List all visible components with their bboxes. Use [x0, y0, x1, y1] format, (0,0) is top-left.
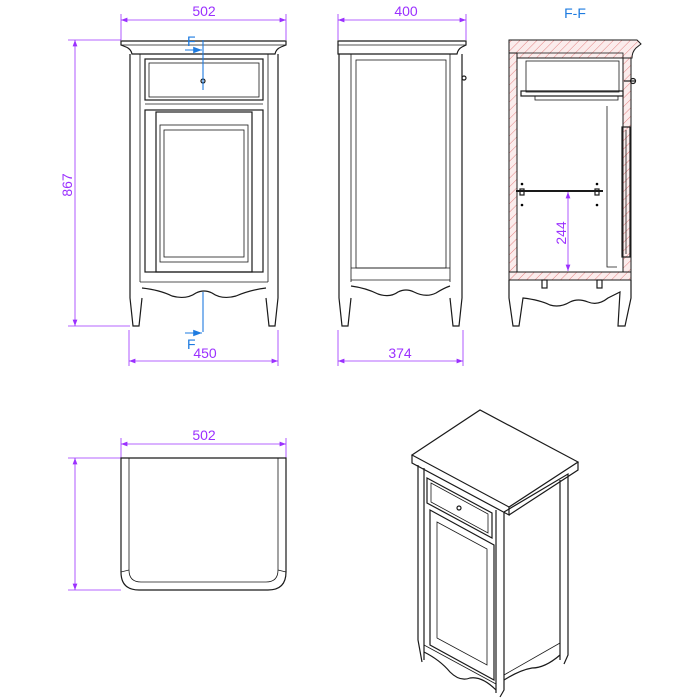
side-depth-top-label: 400: [394, 3, 418, 19]
top-view: 502: [68, 427, 287, 591]
section-mark-bottom: F: [187, 336, 196, 352]
section-view: F-F 244: [508, 5, 642, 327]
shelf-height-label: 244: [553, 221, 569, 245]
isometric-view: [410, 409, 580, 698]
section-mark-top: F: [187, 33, 196, 49]
front-view: 502 867 F F 450: [59, 3, 287, 366]
front-width-bottom-label: 450: [193, 345, 217, 361]
top-width-label: 502: [192, 427, 216, 443]
front-height-label: 867: [59, 173, 75, 197]
side-view: 400 374: [337, 3, 467, 366]
front-width-top-label: 502: [192, 3, 216, 19]
side-depth-bottom-label: 374: [388, 345, 412, 361]
section-title: F-F: [564, 5, 586, 21]
